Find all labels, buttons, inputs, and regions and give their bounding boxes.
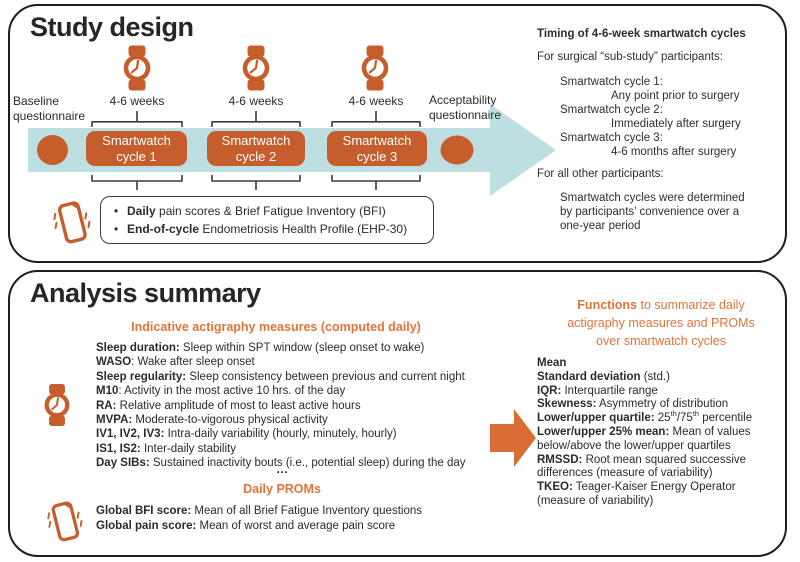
study-design-title: Study design [30,12,194,42]
actigraphy-measure-line: MVPA: Moderate-to-vigorous physical acti… [96,414,328,427]
function-line: RMSSD: Root mean squared successive diff… [537,453,747,480]
week-duration-label: 4-6 weeks [348,94,404,108]
timing-item: Smartwatch cycle 2: Immediately after su… [560,104,741,130]
week-duration-label: 4-6 weeks [109,94,165,108]
daily-measures-bullet-line: •Daily pain scores & Brief Fatigue Inven… [114,204,386,218]
daily-proms-list: Global BFI score: Mean of all Brief Fati… [96,504,422,533]
actigraphy-measure-line: RA: Relative amplitude of most to least … [96,399,361,412]
daily-proms-heading: Daily PROMs [243,482,321,496]
timing-other-desc: Smartwatch cycles were determined by par… [560,192,745,232]
actigraphy-measure-line: M10: Activity in the most active 10 hrs.… [96,385,346,398]
ellipsis: … [276,462,288,476]
actigraphy-measure-line: Day SIBs: Sustained inactivity bouts (i.… [96,457,466,470]
function-line: IQR: Interquartile range [537,384,658,397]
acceptability-questionnaire-label: Acceptability questionnaire [429,93,502,122]
smartwatch-cycle-3-box: Smartwatch cycle 3 [327,131,427,166]
function-line: Standard deviation (std.) [537,370,670,383]
week-duration-label: 4-6 weeks [228,94,284,108]
functions-heading: Functions to summarize daily actigraphy … [567,298,755,348]
daily-measures-bullet-line: •End-of-cycle Endometriosis Health Profi… [114,222,408,236]
actigraphy-measure-line: Sleep regularity: Sleep consistency betw… [96,370,465,383]
function-line: TKEO: Teager-Kaiser Energy Operator (mea… [537,481,736,507]
prom-line: Global pain score: Mean of worst and ave… [96,519,396,532]
timing-surgical-intro: For surgical “sub-study” participants: [537,51,723,63]
actigraphy-measure-line: WASO: Wake after sleep onset [96,356,255,369]
smartwatch-cycle-2-box: Smartwatch cycle 2 [207,131,305,166]
timing-item: Smartwatch cycle 3: 4-6 months after sur… [560,132,737,158]
timing-surgical-items: Smartwatch cycle 1: Any point prior to s… [537,75,789,159]
function-line: Mean [537,357,567,369]
bullet-icon: • [114,204,119,218]
smartwatch-cycle-1-box: Smartwatch cycle 1 [86,131,187,166]
function-line: Skewness: Asymmetry of distribution [537,398,729,411]
analysis-summary-panel [8,270,787,557]
actigraphy-measures-list: Sleep duration: Sleep within SPT window … [96,341,465,471]
timing-item: Smartwatch cycle 1: Any point prior to s… [560,76,740,102]
timing-heading: Timing of 4-6-week smartwatch cycles [537,28,746,40]
daily-measures-box: •Daily pain scores & Brief Fatigue Inven… [100,196,434,244]
analysis-summary-title: Analysis summary [30,278,261,308]
baseline-questionnaire-label: Baseline questionnaire [13,94,86,123]
function-line: Lower/upper 25% mean: Mean of values bel… [537,425,751,452]
actigraphy-measure-line: IS1, IS2: Inter-daily stability [96,442,236,455]
bullet-icon: • [114,222,119,236]
actigraphy-measures-heading: Indicative actigraphy measures (computed… [131,320,421,334]
prom-line: Global BFI score: Mean of all Brief Fati… [96,505,422,517]
actigraphy-measure-line: Sleep duration: Sleep within SPT window … [96,342,425,354]
actigraphy-measure-line: IV1, IV2, IV3: Intra-daily variability (… [96,428,397,441]
timing-column: Timing of 4-6-week smartwatch cycles For… [537,27,789,233]
functions-list: Mean Standard deviation (std.) IQR: Inte… [537,357,780,509]
timing-other-intro: For all other participants: [537,168,664,180]
function-line: Lower/upper quartile: 25th/75th percenti… [537,409,753,425]
